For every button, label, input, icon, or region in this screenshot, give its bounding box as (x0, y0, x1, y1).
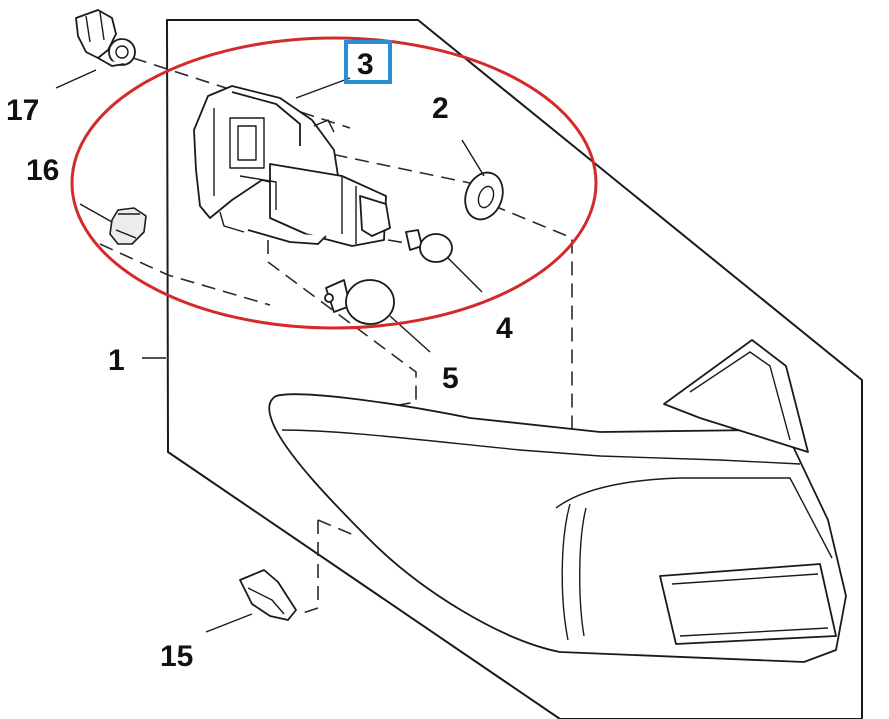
part-1-tail-lamp (268, 339, 847, 663)
part-3-bulb-carrier (193, 85, 391, 247)
label-5: 5 (442, 362, 459, 395)
label-3: 3 (357, 48, 374, 81)
label-4: 4 (496, 312, 513, 345)
leader-lines (55, 69, 485, 633)
part-17-socket (75, 9, 136, 67)
label-1: 1 (108, 344, 125, 377)
part-5-bayonet-bulb (324, 279, 395, 325)
part-15-clip (239, 569, 297, 621)
highlight-box (344, 40, 392, 84)
part-2-ring (464, 171, 504, 221)
part-16-grommet (109, 207, 147, 245)
label-2: 2 (432, 92, 449, 125)
highlight-ellipse (70, 36, 598, 330)
assembly-boundary (166, 19, 863, 719)
label-17: 17 (6, 94, 39, 127)
label-15: 15 (160, 640, 193, 673)
label-16: 16 (26, 154, 59, 187)
part-4-wedge-bulb (405, 229, 453, 263)
